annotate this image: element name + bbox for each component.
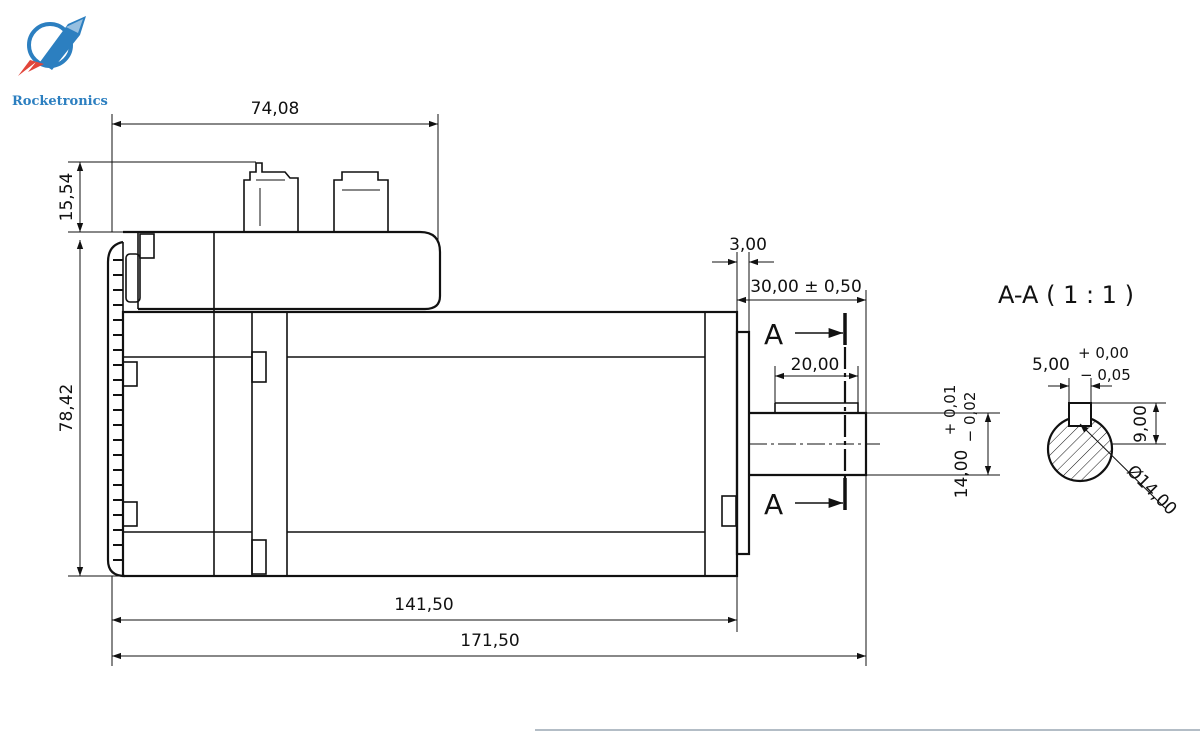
- section-title: A-A ( 1 : 1 ): [998, 281, 1134, 309]
- section-view: A-A ( 1 : 1 ) 5,00 + 0,00 − 0,05 9,00 Ø1…: [998, 281, 1180, 519]
- dim-label-key-tol-minus: − 0,05: [1080, 366, 1131, 384]
- rocket-icon: [18, 16, 86, 76]
- dim-label-shaft-length: 30,00 ± 0,50: [750, 277, 862, 297]
- motor-body: [121, 310, 739, 578]
- dim-label-connector-height: 15,54: [57, 173, 77, 222]
- drive-housing: [123, 230, 442, 311]
- cut-letter-bottom: A: [764, 488, 783, 521]
- dim-label-shaft-tol-plus: + 0,01: [941, 385, 959, 436]
- dim-label-section-diameter: Ø14,00: [1122, 461, 1180, 519]
- dim-label-key-depth: 9,00: [1131, 405, 1151, 443]
- dim-label-shaft-tol-minus: − 0,02: [961, 392, 979, 443]
- keyway: [1068, 402, 1092, 427]
- dim-label-key-width: 5,00: [1032, 355, 1070, 375]
- dim-label-key-tol-plus: + 0,00: [1078, 344, 1129, 362]
- connector-right: [333, 171, 389, 232]
- dim-label-key-length: 20,00: [791, 355, 840, 375]
- dimension-key-length: 20,00: [774, 355, 859, 403]
- cooling-fins: [113, 259, 123, 561]
- brand-logo: Rocketronics: [12, 16, 108, 109]
- dimension-body-length: 141,50: [111, 554, 738, 666]
- dim-label-body-height: 78,42: [57, 384, 77, 433]
- section-cut-line: A A: [764, 313, 847, 521]
- dimension-body-height: 78,42: [57, 240, 123, 577]
- dimension-top-width: 74,08: [111, 99, 439, 240]
- dimension-shaft-length: 30,00 ± 0,50: [737, 277, 867, 413]
- dimension-connector-height: 15,54: [57, 161, 256, 233]
- dim-label-body-length: 141,50: [394, 595, 453, 615]
- cut-letter-top: A: [764, 318, 783, 351]
- motor-side-view: [106, 162, 880, 578]
- flange: [735, 330, 751, 556]
- dim-label-total-length: 171,50: [460, 631, 519, 651]
- connector-left: [243, 162, 299, 232]
- dimension-shaft-offset: 3,00: [712, 235, 774, 332]
- brand-name: Rocketronics: [12, 94, 108, 109]
- dim-label-shaft-diameter: 14,00: [952, 450, 972, 499]
- dimension-total-length: 171,50: [112, 475, 867, 666]
- dim-label-shaft-offset: 3,00: [729, 235, 767, 255]
- dimension-shaft-diameter: 14,00 + 0,01 − 0,02: [866, 385, 1000, 499]
- rear-cap: [106, 240, 126, 578]
- dim-label-top-width: 74,08: [251, 99, 300, 119]
